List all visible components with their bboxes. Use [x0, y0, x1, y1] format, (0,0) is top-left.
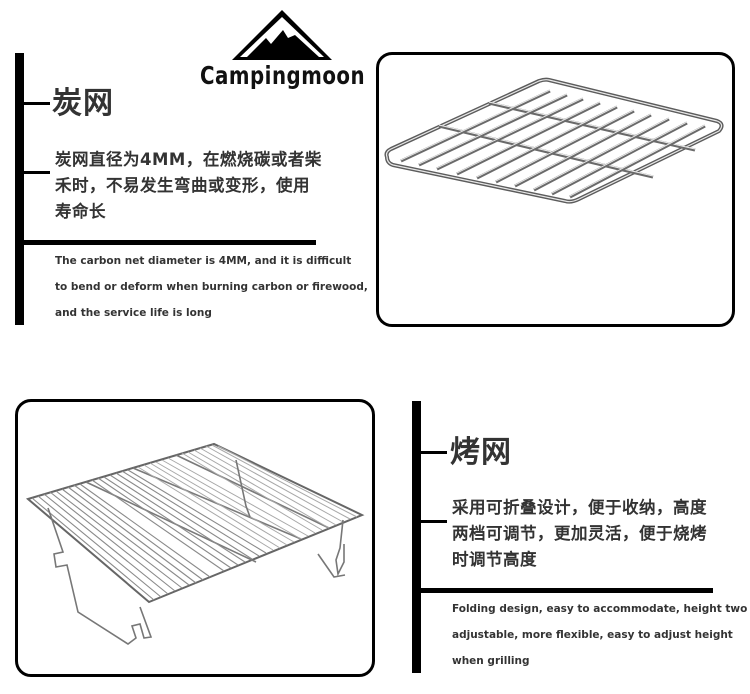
- heading-connector-2: [421, 451, 447, 454]
- description-cn-grill: 采用可折叠设计，便于收纳，高度 两档可调节，更加灵活，便于烧烤 时调节高度: [452, 495, 707, 573]
- charcoal-grid-illustration: [384, 77, 724, 204]
- description-connector-2: [421, 520, 447, 523]
- desc-cn-line: 炭网直径为4MM，在燃烧碳或者柴: [55, 150, 322, 169]
- desc-cn-line: 禾时，不易发生弯曲或变形，使用: [55, 176, 310, 195]
- description-connector-1: [24, 171, 50, 174]
- desc-cn-line: 两档可调节，更加灵活，便于烧烤: [452, 524, 707, 543]
- divider-line-2: [421, 588, 713, 593]
- desc-en-line: and the service life is long: [55, 307, 212, 319]
- desc-cn-line: 采用可折叠设计，便于收纳，高度: [452, 498, 707, 517]
- description-cn-charcoal: 炭网直径为4MM，在燃烧碳或者柴 禾时，不易发生弯曲或变形，使用 寿命长: [55, 147, 322, 225]
- section-heading-charcoal: 炭网: [52, 86, 114, 121]
- desc-en-line: Folding design, easy to accommodate, hei…: [452, 603, 748, 615]
- charcoal-grid-image: [376, 52, 735, 327]
- brand-logo: Campingmoon: [200, 8, 366, 91]
- desc-en-line: to bend or deform when burning carbon or…: [55, 281, 368, 293]
- folding-grill-rack-image: [15, 399, 375, 677]
- timeline-bar-2: [412, 401, 421, 673]
- description-en-grill: Folding design, easy to accommodate, hei…: [452, 596, 747, 674]
- desc-en-line: adjustable, more flexible, easy to adjus…: [452, 629, 733, 641]
- divider-line-1: [24, 240, 316, 245]
- description-en-charcoal: The carbon net diameter is 4MM, and it i…: [55, 248, 368, 326]
- folding-grill-rack-illustration: [25, 442, 365, 645]
- desc-en-line: The carbon net diameter is 4MM, and it i…: [55, 255, 352, 267]
- desc-cn-line: 寿命长: [55, 202, 106, 221]
- heading-connector-1: [24, 102, 50, 105]
- mountain-peak-icon: [232, 10, 332, 60]
- brand-name: Campingmoon: [200, 62, 366, 91]
- desc-cn-line: 时调节高度: [452, 550, 537, 569]
- timeline-bar-1: [15, 53, 24, 325]
- section-heading-grill: 烤网: [450, 435, 512, 470]
- desc-en-line: when grilling: [452, 655, 530, 667]
